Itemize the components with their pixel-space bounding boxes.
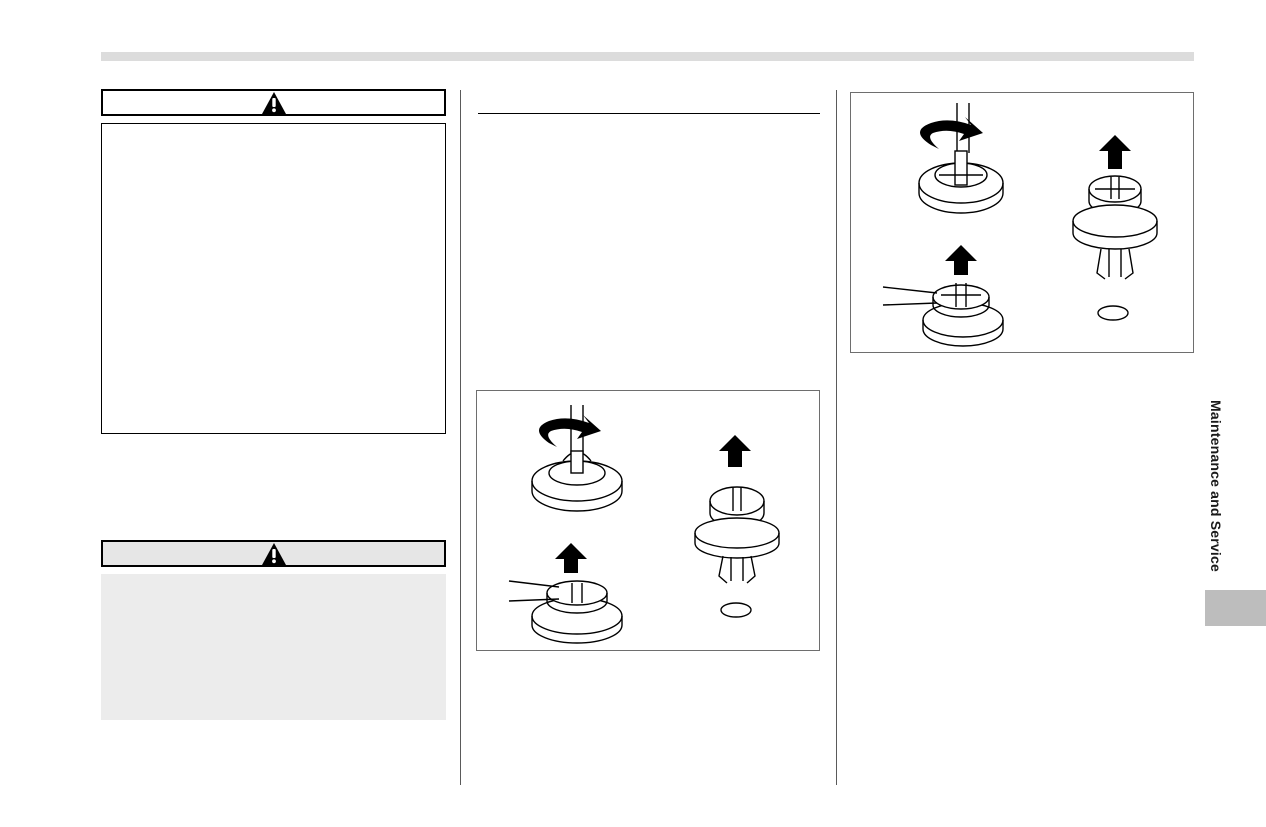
top-rule bbox=[101, 52, 1194, 61]
section-thumb-tab bbox=[1205, 590, 1266, 626]
warning-triangle-icon bbox=[261, 91, 286, 114]
warning-header-1 bbox=[101, 89, 446, 116]
section-side-label-text: Maintenance and Service bbox=[1207, 399, 1224, 572]
up-arrow-icon bbox=[555, 435, 751, 573]
clip-removal-figure-1 bbox=[476, 390, 820, 651]
section-side-label: Maintenance and Service bbox=[1203, 383, 1228, 588]
curved-rotate-arrow-icon bbox=[920, 117, 983, 149]
warning-header-2 bbox=[101, 540, 446, 567]
column-separator bbox=[460, 90, 461, 785]
warning-triangle-icon bbox=[261, 542, 286, 565]
warning-body-1 bbox=[101, 123, 446, 434]
clip-removal-figure-2 bbox=[850, 92, 1194, 353]
curved-rotate-arrow-icon bbox=[539, 415, 601, 447]
section-rule bbox=[478, 113, 820, 114]
warning-body-2 bbox=[101, 574, 446, 720]
up-arrow-icon bbox=[945, 135, 1131, 275]
column-separator bbox=[836, 90, 837, 785]
